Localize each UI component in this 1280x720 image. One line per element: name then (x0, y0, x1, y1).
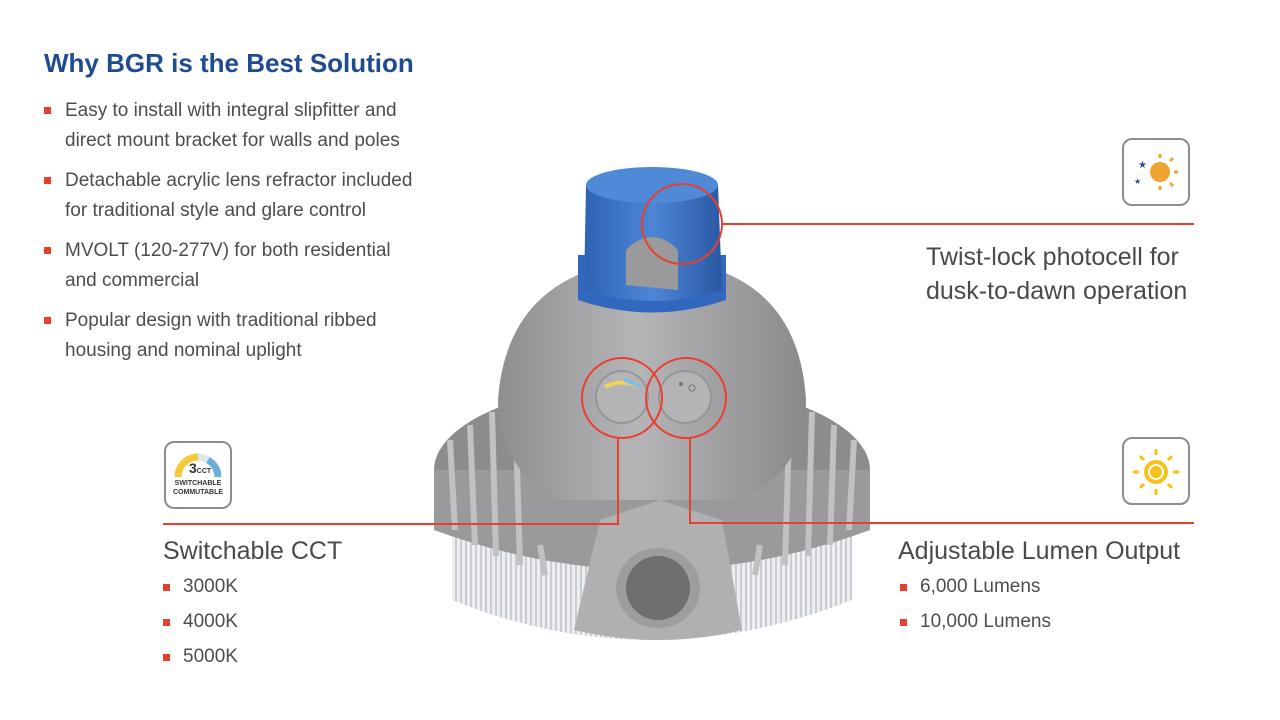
svg-text:★: ★ (1134, 177, 1141, 186)
bullet-square-icon (900, 584, 907, 591)
cct-badge-number: 3CCT (189, 460, 212, 476)
bullet-square-icon (44, 317, 51, 324)
cct-title: Switchable CCT (163, 537, 343, 565)
bullet-item: Detachable acrylic lens refractor includ… (44, 166, 434, 226)
lumen-knob (658, 370, 712, 424)
bullet-square-icon (44, 177, 51, 184)
cct-knob (595, 370, 649, 424)
lumen-options-list: 6,000 Lumens 10,000 Lumens (900, 576, 1051, 646)
bullet-square-icon (44, 107, 51, 114)
bullet-square-icon (44, 247, 51, 254)
bullet-square-icon (163, 584, 170, 591)
cct-option: 3000K (163, 576, 238, 611)
cct-option: 4000K (163, 611, 238, 646)
housing-dome (498, 270, 806, 500)
cct-options-list: 3000K 4000K 5000K (163, 576, 238, 681)
lumen-callout-circle (645, 357, 727, 439)
lumen-option: 6,000 Lumens (900, 576, 1051, 611)
dusk-to-dawn-icon: ★ ★ (1122, 138, 1190, 206)
bullet-item: Easy to install with integral slipfitter… (44, 96, 434, 156)
page-title: Why BGR is the Best Solution (44, 48, 414, 78)
cct-callout-circle (581, 357, 663, 439)
cct-option: 5000K (163, 646, 238, 681)
lumen-option: 10,000 Lumens (900, 611, 1051, 646)
bullet-square-icon (163, 619, 170, 626)
sun-icon (1122, 437, 1190, 505)
feature-bullet-list: Easy to install with integral slipfitter… (44, 96, 434, 376)
cct-callout-line (163, 437, 619, 525)
svg-text:★: ★ (1138, 160, 1147, 171)
lumen-callout-line (689, 437, 1194, 524)
cct-badge-line1: SWITCHABLE (174, 480, 222, 487)
bullet-square-icon (900, 619, 907, 626)
cct-badge-line2: COMMUTABLE (172, 489, 224, 496)
bullet-square-icon (163, 654, 170, 661)
photocell-cap (584, 172, 722, 301)
lumen-title: Adjustable Lumen Output (898, 537, 1181, 565)
switchable-cct-icon: 3CCT SWITCHABLE COMMUTABLE (164, 441, 232, 509)
